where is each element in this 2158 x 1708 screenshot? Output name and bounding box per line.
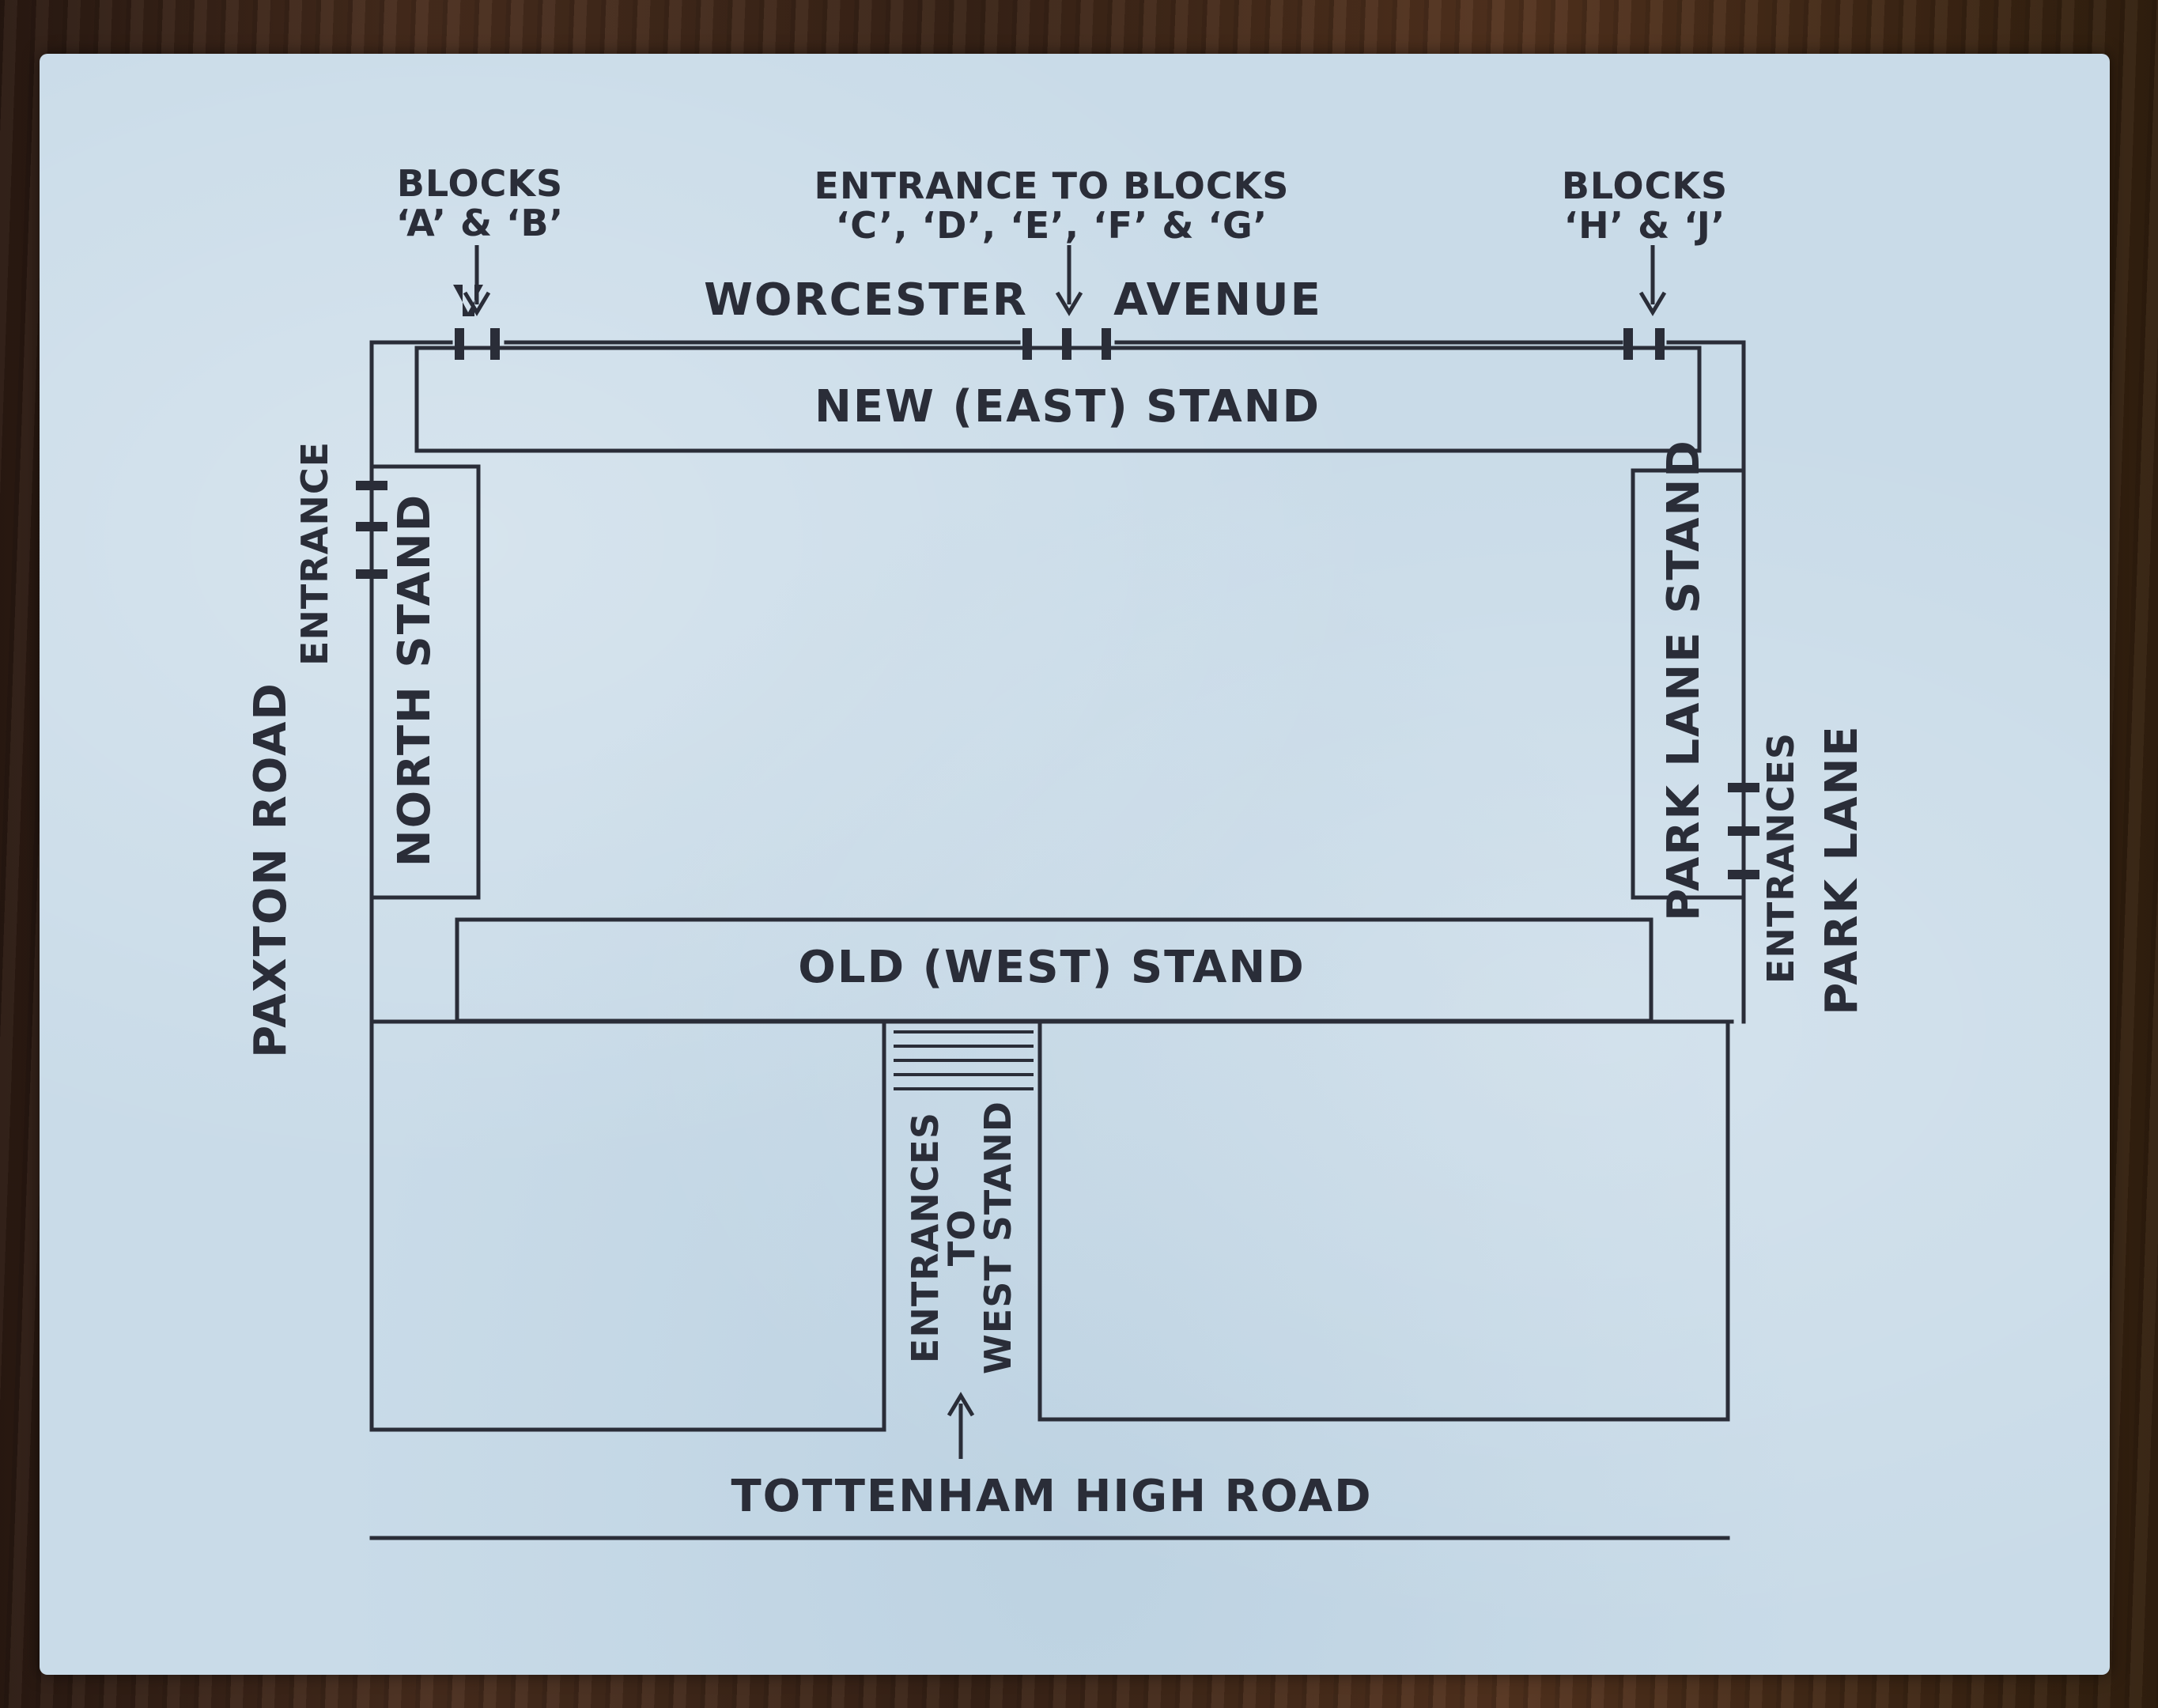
blocks-ab-label: BLOCKS — [396, 162, 564, 205]
entrance-blocks-cg-letters: ‘C’, ‘D’, ‘E’, ‘F’ & ‘G’ — [835, 204, 1268, 247]
blocks-hj-label: BLOCKS — [1561, 164, 1729, 207]
entrance-blocks-cg-label: ENTRANCE TO BLOCKS — [814, 164, 1290, 207]
forecourt-right — [1037, 1019, 1730, 1422]
east-stand-block — [414, 346, 1702, 453]
street-worcester: WORCESTER — [704, 274, 1028, 326]
park-lane-stand-block — [1631, 468, 1746, 900]
west-entrances-to-label: TO — [940, 1208, 983, 1267]
street-tottenham-high-road: TOTTENHAM HIGH ROAD — [731, 1471, 1373, 1522]
forecourt-left — [369, 1019, 886, 1432]
east-stand-label: NEW (EAST) STAND — [814, 381, 1321, 433]
park-lane-stand-label: PARK LANE STAND — [1658, 439, 1710, 921]
west-entrances-label: ENTRANCES — [904, 1111, 947, 1364]
street-park-lane: PARK LANE — [1816, 724, 1868, 1015]
west-entrances-stand-label: WEST STAND — [977, 1101, 1019, 1374]
ticket-card — [40, 54, 2110, 1675]
west-stand-label: OLD (WEST) STAND — [798, 942, 1306, 993]
north-stand-block — [369, 464, 481, 900]
street-avenue: AVENUE — [1113, 274, 1322, 326]
blocks-ab-letters: ‘A’ & ‘B’ — [395, 202, 565, 244]
north-stand-label: NORTH STAND — [389, 493, 440, 867]
blocks-hj-letters: ‘H’ & ‘J’ — [1563, 204, 1726, 247]
north-entrance-label: ENTRANCE — [293, 441, 336, 666]
street-paxton-road: PAXTON ROAD — [245, 682, 297, 1058]
park-lane-entrances-label: ENTRANCES — [1759, 731, 1802, 984]
